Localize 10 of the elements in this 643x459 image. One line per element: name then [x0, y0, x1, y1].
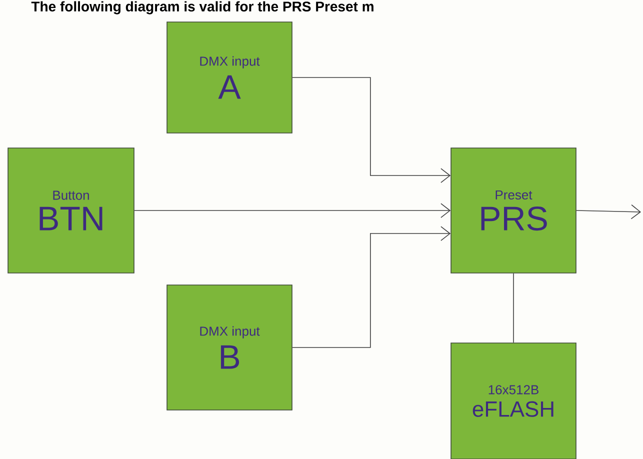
block-box: 16x512B eFLASH [450, 342, 576, 459]
connector-arrow [292, 226, 451, 348]
connector-arrow [134, 203, 451, 218]
heading: The following diagram is valid for the PRS Preset m [31, 1, 374, 14]
connector-arrow [292, 77, 451, 183]
block-box: Preset PRS [450, 148, 576, 274]
block-box: DMX input A [166, 22, 292, 134]
connector-arrow [576, 204, 641, 220]
block-box: Button BTN [8, 148, 134, 274]
block-box: DMX input B [166, 284, 292, 410]
